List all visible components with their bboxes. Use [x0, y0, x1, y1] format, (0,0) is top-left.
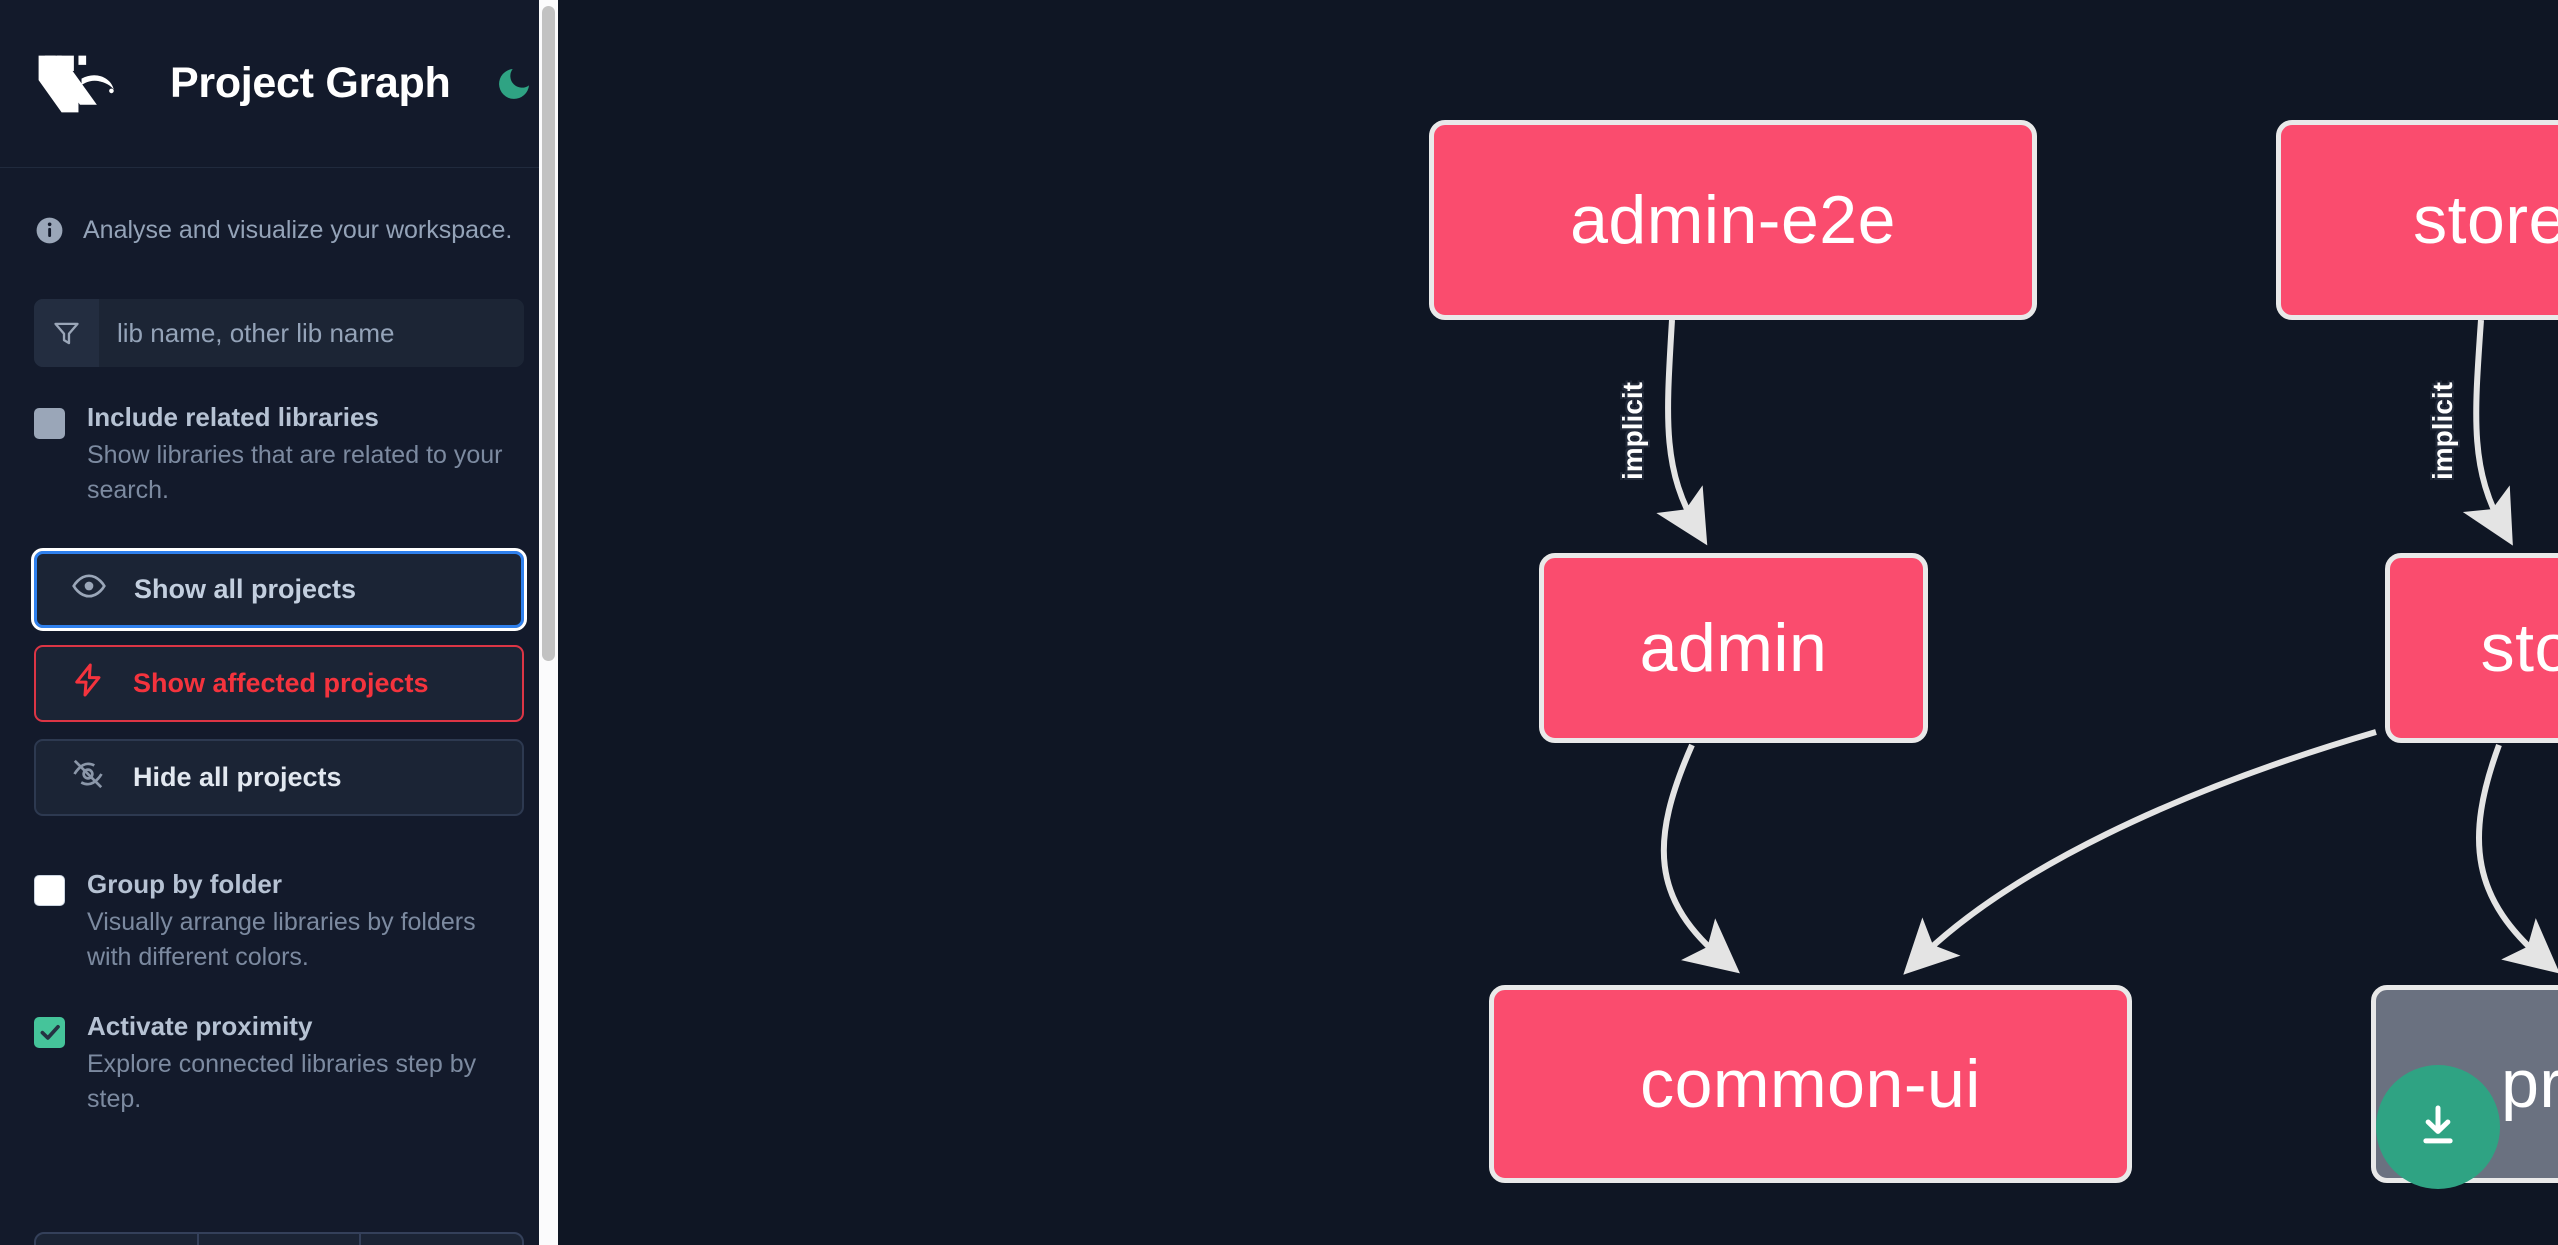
- checkbox-checked-icon[interactable]: [34, 1016, 65, 1048]
- edge-label-implicit-admin: implicit: [1617, 381, 1649, 481]
- checkbox-label: Include related libraries: [87, 402, 379, 432]
- eye-icon: [71, 568, 107, 611]
- graph-node-admin[interactable]: admin: [1539, 553, 1928, 743]
- segment-1[interactable]: [36, 1234, 199, 1245]
- edge-admin-e2e-admin: [1656, 319, 1708, 546]
- edge-store-e2e-store: [2462, 319, 2513, 546]
- hide-all-projects-label: Hide all projects: [133, 761, 342, 792]
- show-affected-projects-button[interactable]: Show affected projects: [34, 644, 524, 722]
- show-all-projects-label: Show all projects: [134, 573, 357, 604]
- sidebar-scrollbar-thumb[interactable]: [542, 6, 555, 661]
- lightning-icon: [70, 662, 106, 705]
- nx-logo-icon: [34, 51, 126, 117]
- checkbox-description: Visually arrange libraries by folders wi…: [87, 907, 476, 972]
- edge-admin-common-ui: [1660, 743, 1740, 974]
- show-affected-projects-label: Show affected projects: [133, 667, 429, 698]
- checkbox-description: Explore connected libraries step by step…: [87, 1049, 477, 1114]
- sidebar-header: Project Graph: [0, 0, 558, 168]
- graph-node-store-e2e[interactable]: store-e2e: [2276, 120, 2558, 320]
- graph-node-store[interactable]: store: [2385, 553, 2558, 743]
- page-title: Project Graph: [170, 59, 451, 107]
- checkbox-indeterminate-icon[interactable]: [34, 408, 65, 439]
- filter-icon[interactable]: [34, 299, 99, 367]
- search-row: [34, 299, 524, 367]
- checkbox-label: Group by folder: [87, 868, 282, 899]
- bottom-segmented-control[interactable]: [34, 1232, 524, 1245]
- checkbox-include-related-libraries[interactable]: Include related libraries Show libraries…: [34, 402, 524, 509]
- edge-store-common-ui: [1903, 729, 2377, 975]
- graph-edges: [1656, 319, 2558, 975]
- sidebar-body: Analyse and visualize your workspace. In…: [0, 168, 558, 1118]
- sidebar-scrollbar[interactable]: [539, 0, 558, 1245]
- graph-canvas[interactable]: implicit implicit admin-e2e store-e2e ad…: [558, 0, 2558, 1245]
- checkbox-unchecked-icon[interactable]: [34, 874, 65, 906]
- sidebar: Project Graph Analyse and visualize your…: [0, 0, 558, 1245]
- tagline: Analyse and visualize your workspace.: [34, 168, 524, 246]
- graph-node-common-ui[interactable]: common-ui: [1489, 985, 2132, 1183]
- segment-2[interactable]: [199, 1234, 362, 1245]
- hide-all-projects-button[interactable]: Hide all projects: [34, 738, 524, 816]
- show-all-projects-button[interactable]: Show all projects: [31, 547, 527, 631]
- checkbox-activate-proximity[interactable]: Activate proximity Explore connected lib…: [34, 1010, 524, 1118]
- download-icon: [2411, 1099, 2465, 1156]
- graph-node-admin-e2e[interactable]: admin-e2e: [1429, 120, 2037, 320]
- edge-label-implicit-store: implicit: [2427, 381, 2459, 481]
- checkbox-description: Show libraries that are related to your …: [87, 440, 503, 505]
- segment-3[interactable]: [361, 1234, 522, 1245]
- moon-icon[interactable]: [494, 58, 534, 110]
- checkbox-label: Activate proximity: [87, 1010, 313, 1041]
- edge-store-products: [2476, 743, 2558, 974]
- search-input[interactable]: [99, 299, 524, 367]
- info-icon: [34, 215, 65, 246]
- projects-button-group: Show all projects Show affected projects: [31, 547, 527, 816]
- download-button[interactable]: [2376, 1065, 2500, 1189]
- checkbox-group-by-folder[interactable]: Group by folder Visually arrange librari…: [34, 868, 524, 976]
- eye-off-icon: [70, 756, 106, 799]
- tagline-text: Analyse and visualize your workspace.: [83, 216, 513, 244]
